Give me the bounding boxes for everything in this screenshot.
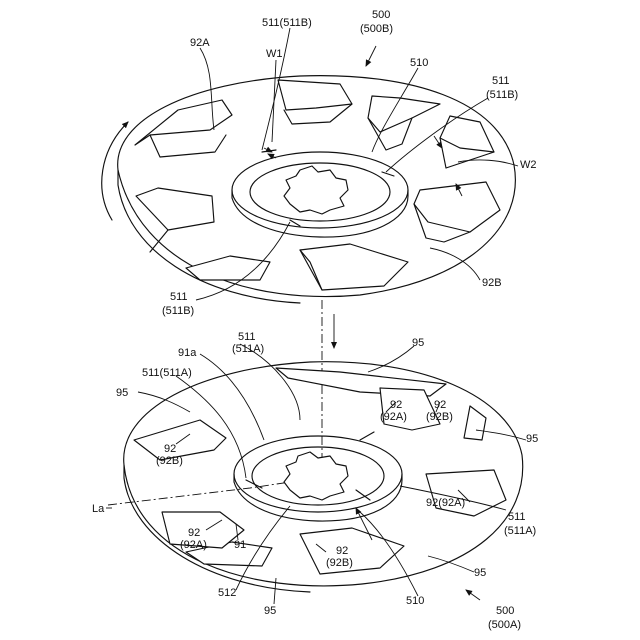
label-511-right-lower: 511 xyxy=(508,511,526,523)
label-92B-top: 92B xyxy=(482,277,502,289)
label-511A-mid: (511A) xyxy=(232,343,264,355)
label-95-top: 95 xyxy=(412,337,424,349)
label-95-lowright: 95 xyxy=(474,567,486,579)
label-95-left: 95 xyxy=(116,387,128,399)
top-slot-2 xyxy=(278,80,352,110)
label-92-b1: 92 xyxy=(434,399,446,411)
label-92-left: 92 xyxy=(164,443,176,455)
top-slot-1 xyxy=(135,100,232,145)
top-disc-500B xyxy=(118,76,516,303)
label-92A-a1: (92A) xyxy=(380,411,407,423)
top-hub xyxy=(284,166,348,214)
label-511-511A-left: 511(511A) xyxy=(142,367,192,379)
label-511-right: 511 xyxy=(492,75,510,87)
label-92B-lowmid: (92B) xyxy=(326,557,353,569)
top-slot-6 xyxy=(300,244,408,290)
label-500-bottom: 500 xyxy=(496,605,514,617)
label-511-mid: 511 xyxy=(238,331,256,343)
label-92B-left: (92B) xyxy=(156,455,183,467)
label-511B-right: (511B) xyxy=(486,89,518,101)
label-511-bottom: 511 xyxy=(170,291,188,303)
label-92A-lowleft: (92A) xyxy=(180,539,207,551)
label-510-top: 510 xyxy=(410,57,428,69)
label-92-lowleft: 92 xyxy=(188,527,200,539)
bottom-slot-4 xyxy=(464,406,486,440)
label-92-lowmid: 92 xyxy=(336,545,348,557)
label-512: 512 xyxy=(218,587,236,599)
label-500B: (500B) xyxy=(360,23,393,35)
label-511-511B-top: 511(511B) xyxy=(262,17,312,29)
bottom-hub xyxy=(284,452,348,500)
bottom-ref-arrow xyxy=(466,590,480,600)
label-500-top: 500 xyxy=(372,9,390,21)
label-92-a1: 92 xyxy=(390,399,402,411)
top-slot-4 xyxy=(440,116,494,152)
bottom-disc-500A xyxy=(124,362,523,592)
bottom-slot-5 xyxy=(426,470,506,516)
label-500A: (500A) xyxy=(488,619,521,631)
label-511A-right-lower: (511A) xyxy=(504,525,536,537)
label-510-bottom: 510 xyxy=(406,595,424,607)
bottom-slot-1 xyxy=(134,420,226,460)
top-ref-arrow xyxy=(366,46,376,66)
label-w1: W1 xyxy=(266,48,283,60)
top-slot-7 xyxy=(186,256,270,280)
label-la: La xyxy=(92,503,105,515)
label-511B-bottom: (511B) xyxy=(162,305,194,317)
label-91: 91 xyxy=(234,539,246,551)
label-91a: 91a xyxy=(178,347,197,359)
label-92-92A-right: 92(92A) xyxy=(426,497,465,509)
label-95-bottom: 95 xyxy=(264,605,276,617)
top-slot-8 xyxy=(136,188,214,230)
label-92A-top: 92A xyxy=(190,37,210,49)
label-95-right: 95 xyxy=(526,433,538,445)
rotation-arrow xyxy=(102,122,128,220)
label-92B-b1: (92B) xyxy=(426,411,453,423)
top-slot-5 xyxy=(414,182,500,232)
label-w2: W2 xyxy=(520,159,537,171)
top-slot-3 xyxy=(368,96,440,132)
